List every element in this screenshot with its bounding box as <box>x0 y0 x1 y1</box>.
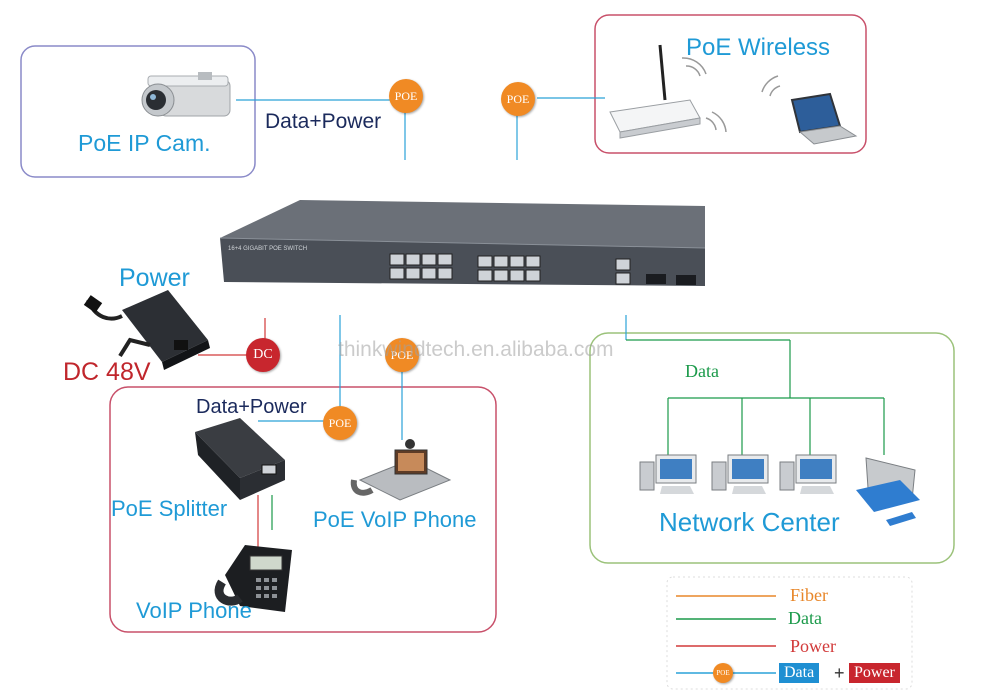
power-adapter-icon <box>83 290 210 370</box>
wireless-router-icon <box>609 44 701 139</box>
network-center-label: Network Center <box>659 507 840 537</box>
desktop-computer-icon <box>779 454 837 494</box>
ipcam-connection-label: Data+Power <box>265 110 382 133</box>
voip-video-phone-icon <box>350 439 452 501</box>
wifi-signal-icon <box>681 57 781 133</box>
splitter-label: PoE Splitter <box>111 496 228 521</box>
voltage-label: DC 48V <box>63 358 151 386</box>
legend-fiber-label: Fiber <box>790 585 828 605</box>
ipcam-box <box>20 45 256 178</box>
wireless-label: PoE Wireless <box>686 34 831 61</box>
poe-switch-icon <box>219 200 706 286</box>
watermark: thinkwindtech.en.alibaba.com <box>338 338 614 361</box>
desk-phone-icon <box>214 545 292 612</box>
wireless-poe-badge: POE <box>501 82 535 116</box>
legend-power-label: Power <box>790 636 836 656</box>
power-label: Power <box>119 264 190 292</box>
voip-phone-label: VoIP Phone <box>136 598 252 623</box>
switch-model-text: 16+4 GIGABIT POE SWITCH <box>228 246 308 252</box>
legend-data-label: Data <box>788 608 822 628</box>
phones-box <box>109 386 497 633</box>
network-box <box>589 332 955 564</box>
power-lines <box>198 318 266 548</box>
splitter-poe-badge: POE <box>323 406 357 440</box>
ipcam-poe-badge: POE <box>389 79 423 113</box>
server-terminal-icon <box>856 457 920 526</box>
power-dc-badge: DC <box>246 338 280 372</box>
legend-data-chip: Data <box>779 663 820 683</box>
poe-lines <box>236 97 627 440</box>
legend-power-chip: Power <box>849 663 900 683</box>
ip-camera-icon <box>141 72 231 117</box>
poe-splitter-icon <box>195 418 285 500</box>
phones-connection-label: Data+Power <box>196 396 307 418</box>
legend-poe-badge: POE <box>713 663 733 683</box>
poe-voip-phone-label: PoE VoIP Phone <box>313 507 477 532</box>
desktop-computer-icon <box>711 454 769 494</box>
laptop-icon <box>790 92 858 145</box>
legend-plus: + <box>834 663 845 683</box>
voip-poe-badge: POE <box>385 338 419 372</box>
ipcam-label: PoE IP Cam. <box>78 130 211 156</box>
wireless-box <box>594 14 867 154</box>
desktop-computer-icon <box>639 454 697 494</box>
legend-box <box>666 576 913 690</box>
network-data-label: Data <box>685 361 719 381</box>
data-lines <box>271 339 885 530</box>
